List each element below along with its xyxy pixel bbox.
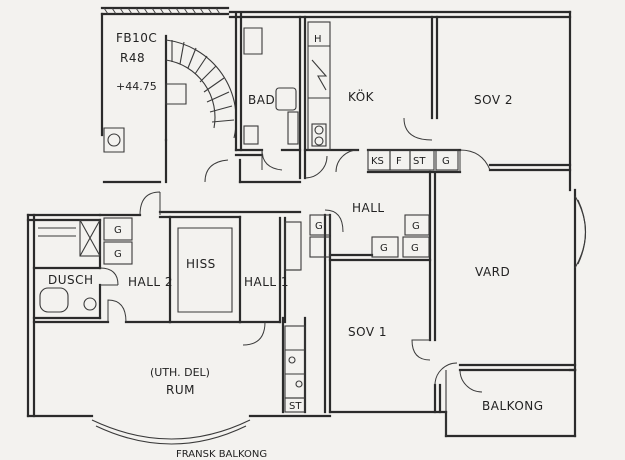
room-uth-del: (UTH. DEL)	[150, 366, 210, 379]
room-hiss: HISS	[186, 257, 216, 271]
fixture-ks: KS	[371, 156, 384, 167]
room-rum: RUM	[166, 383, 195, 397]
doors	[99, 117, 491, 393]
room-hall1: HALL 1	[244, 275, 289, 289]
fixture-g: G	[411, 243, 419, 254]
fixture-g: G	[380, 243, 388, 254]
room-vard: VARD	[475, 265, 510, 279]
room-balkong: BALKONG	[482, 399, 544, 413]
room-fransk-balkong: FRANSK BALKONG	[176, 449, 267, 460]
room-sov2: SOV 2	[474, 93, 513, 107]
room-hall: HALL	[352, 201, 385, 215]
room-kok: KÖK	[348, 88, 375, 104]
plan-code: FB10C	[116, 31, 157, 45]
fixture-g: G	[114, 249, 122, 260]
room-bad: BAD	[248, 93, 275, 107]
room-sov1: SOV 1	[348, 325, 387, 339]
fixture-g: G	[412, 221, 420, 232]
fixture-g: G	[442, 156, 450, 167]
fixtures	[38, 21, 459, 413]
elevation: +44.75	[116, 80, 157, 93]
room-dusch: DUSCH	[48, 273, 94, 287]
fixture-g: G	[114, 225, 122, 236]
fixture-st: ST	[289, 401, 302, 412]
fixture-st: ST	[413, 156, 426, 167]
room-hall2: HALL 2	[128, 275, 173, 289]
fixture-f: F	[396, 156, 402, 167]
plan-ref: R48	[120, 51, 145, 65]
fixture-g: G	[315, 221, 323, 232]
fixture-h: H	[314, 34, 322, 45]
labels: FB10C R48 +44.75 BAD KÖK SOV 2 HALL HALL…	[48, 31, 544, 460]
